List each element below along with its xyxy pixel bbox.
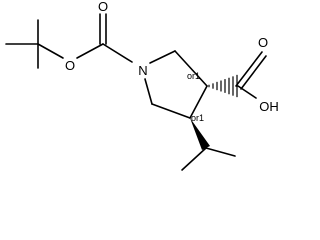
structure-diagram: O O N or1 or1 O OH xyxy=(5,0,279,171)
bond-c3-c4 xyxy=(189,85,208,119)
solid-wedge-bond xyxy=(190,118,210,150)
tert-butyl-group xyxy=(5,19,64,69)
acid-carbonyl-oxygen-label: O xyxy=(258,35,268,50)
boc-carbamate: O O xyxy=(65,0,133,73)
bond-acid-double-2 xyxy=(240,55,267,90)
bond-tbu-to-oxygen xyxy=(37,43,64,59)
ring-nitrogen-label: N xyxy=(138,63,147,78)
bond-acid-double-1 xyxy=(235,51,263,87)
bond-isopropyl-methyl-left xyxy=(181,147,207,171)
stereo-label-c3: or1 xyxy=(187,71,200,81)
isopropyl-group xyxy=(181,147,236,171)
bond-c5-n xyxy=(144,78,153,105)
carboxylic-acid-group: O OH xyxy=(235,35,279,114)
ester-oxygen-label: O xyxy=(65,58,75,73)
bond-isopropyl-methyl-right xyxy=(205,147,236,157)
bond-oxygen-to-carbonyl xyxy=(76,43,104,59)
hashed-wedge-bond xyxy=(208,74,238,98)
bond-c2-c3 xyxy=(174,50,208,87)
hydroxyl-label: OH xyxy=(259,99,279,114)
bond-n-c2 xyxy=(149,50,176,64)
bond-c4-c5 xyxy=(151,103,191,119)
pyrrolidine-ring: N or1 or1 xyxy=(138,50,208,123)
stereo-label-c4: or1 xyxy=(191,113,204,123)
carbamate-carbonyl-oxygen-label: O xyxy=(98,0,108,14)
bond-acid-to-hydroxyl xyxy=(237,85,257,99)
bond-carbonyl-to-nitrogen xyxy=(102,43,133,63)
